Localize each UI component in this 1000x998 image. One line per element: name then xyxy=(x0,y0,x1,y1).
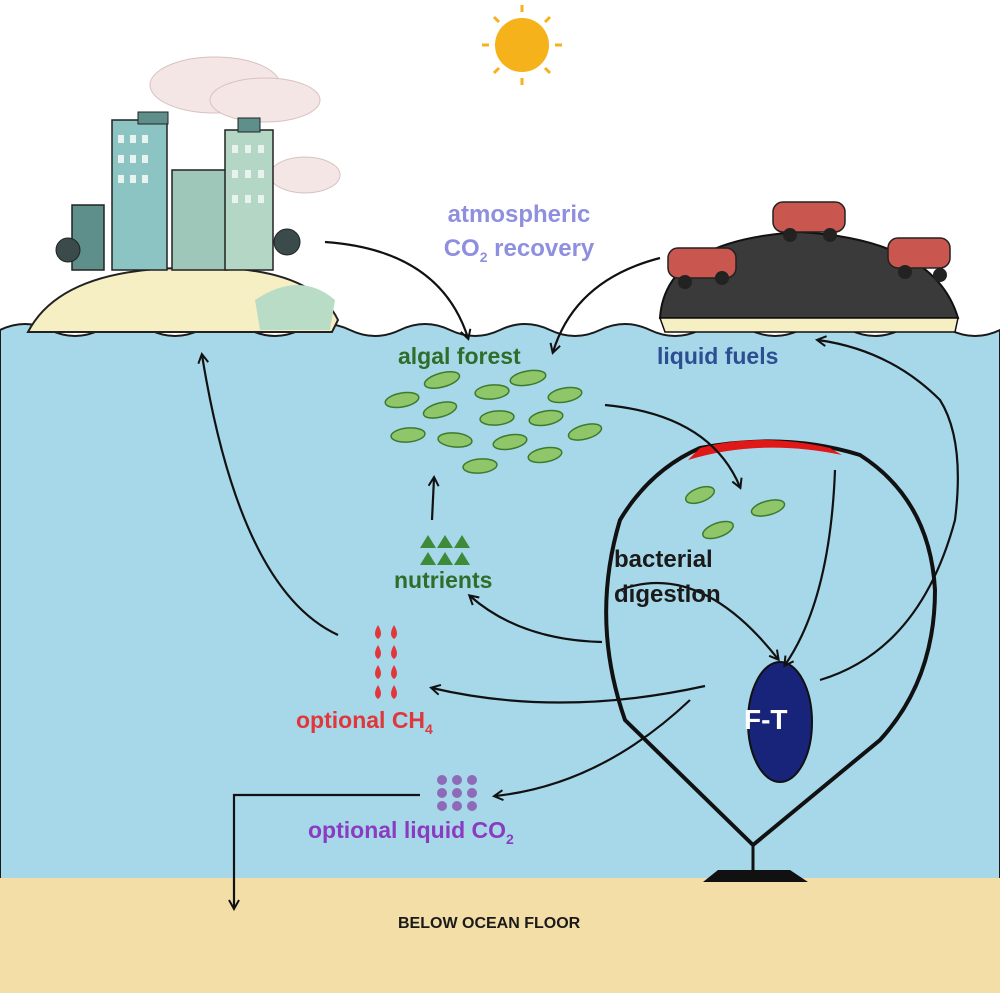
optional-liquid-co2-label: optional liquid CO2 xyxy=(308,817,514,847)
flow-arrows xyxy=(202,240,959,908)
methane-drop-icon xyxy=(375,625,397,699)
digester-icon xyxy=(604,439,938,882)
ft-label: F-T xyxy=(744,704,788,735)
sun-icon xyxy=(482,5,562,85)
atmospheric-co2-recovery-label: atmospheric CO2 recovery xyxy=(443,201,595,265)
liquid-fuels-label: liquid fuels xyxy=(657,343,779,369)
cars-icon xyxy=(658,201,960,333)
below-ocean-floor-label: BELOW OCEAN FLOOR xyxy=(398,915,581,932)
ocean xyxy=(0,323,1000,886)
optional-ch4-label: optional CH4 xyxy=(296,707,433,737)
bacterial-digestion-label: bacterial digestion xyxy=(614,546,721,608)
ocean-floor xyxy=(0,878,1000,993)
co2-dot-icon xyxy=(437,775,477,811)
nutrients-label: nutrients xyxy=(394,567,493,593)
city-icon xyxy=(26,56,341,333)
algal-forest-label: algal forest xyxy=(398,343,521,369)
ft-reactor-icon xyxy=(747,661,813,783)
algae-leaf-icon xyxy=(384,369,603,474)
nutrient-triangle-icon xyxy=(420,535,470,565)
